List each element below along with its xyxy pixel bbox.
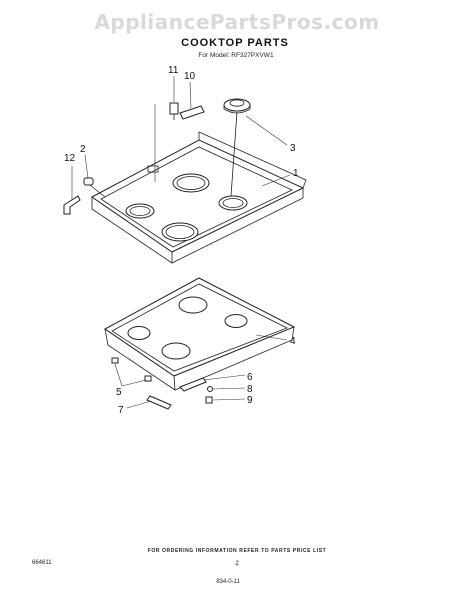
- callout-12: 12: [64, 153, 76, 164]
- watermark-text: AppliancePartsPros.com: [94, 10, 379, 34]
- callout-11: 11: [168, 65, 179, 76]
- liner-opening-back-right: [178, 296, 208, 314]
- clip-part-5: [111, 357, 152, 382]
- burner-opening-back-right: [172, 173, 210, 193]
- nut-part-9: [205, 396, 213, 404]
- ordering-note: FOR ORDERING INFORMATION REFER TO PARTS …: [148, 548, 327, 554]
- model-number: For Model: RF327PXVW1: [198, 52, 274, 59]
- screw-part: [83, 177, 106, 198]
- callout-5: 5: [116, 387, 122, 398]
- liner-opening-front-left: [161, 342, 191, 360]
- lens-part: [179, 105, 205, 120]
- callout-10: 10: [184, 71, 196, 82]
- liner-opening-back-left: [127, 326, 151, 340]
- document-number: 664611: [32, 560, 52, 566]
- bracket-part-6: [179, 377, 207, 392]
- callout-4: 4: [290, 336, 296, 347]
- callout-1: 1: [293, 168, 299, 179]
- callout-6: 6: [247, 372, 253, 383]
- callout-7: 7: [118, 405, 124, 416]
- cooktop-main-top: [91, 131, 307, 264]
- bracket-part-7: [146, 395, 172, 410]
- screw-part-8: [207, 386, 213, 392]
- burner-opening-front-left: [161, 222, 199, 242]
- date-code: 834-0-11: [216, 579, 240, 585]
- callout-9: 9: [247, 395, 253, 406]
- page-number: 2: [235, 561, 239, 567]
- liner-opening-front-right: [224, 314, 248, 328]
- callout-8: 8: [247, 384, 253, 395]
- bracket-part: [63, 195, 81, 215]
- leader-lines: [71, 76, 291, 409]
- diagram-title: COOKTOP PARTS: [181, 37, 289, 49]
- callout-2: 2: [80, 144, 86, 155]
- switch-part: [154, 102, 179, 182]
- callout-3: 3: [290, 143, 296, 154]
- burner-head-part: [223, 98, 251, 197]
- burner-box-liner: [104, 277, 296, 391]
